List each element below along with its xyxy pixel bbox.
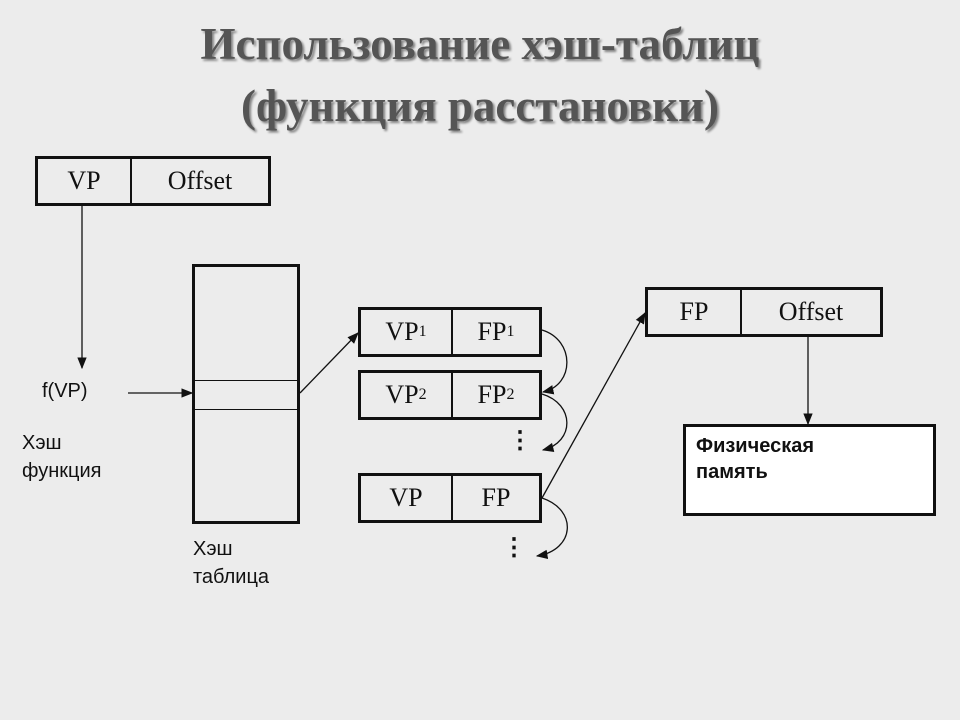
- physical-memory-box: Физическая память: [683, 424, 936, 516]
- physical-memory-label-1: Физическая: [696, 435, 814, 457]
- hash-table-selected-entry: [195, 380, 297, 410]
- hash-table-label-1: Хэш: [193, 538, 233, 560]
- hash-function-input: f(VP): [42, 380, 88, 402]
- arrow-chain-2-to-next: [541, 393, 568, 452]
- arrow-chain-1-to-2: [541, 329, 568, 395]
- title-line-1: Использование хэш-таблиц: [200, 19, 760, 69]
- virtual-address-box: VP Offset: [35, 156, 271, 206]
- physical-offset-cell: Offset: [740, 290, 880, 334]
- chain-entry-3: VP FP: [358, 473, 542, 523]
- hash-function-label-2: функция: [22, 460, 102, 482]
- physical-address-box: FP Offset: [645, 287, 883, 337]
- hash-function-label-1: Хэш: [22, 432, 62, 454]
- title-line-2: (функция расстановки): [241, 81, 719, 131]
- virtual-offset-cell: Offset: [130, 159, 268, 203]
- hash-table-label-2: таблица: [193, 566, 270, 588]
- virtual-page-cell: VP: [67, 166, 101, 195]
- chain-entry-3-vp: VP: [389, 483, 423, 512]
- arrow-fp-to-physical: [541, 311, 646, 499]
- physical-frame-cell: FP: [679, 297, 709, 326]
- hash-table: [192, 264, 300, 524]
- arrow-table-to-chain: [299, 332, 359, 394]
- physical-memory-label-2: память: [696, 461, 768, 483]
- arrow-chain-3-to-next: [535, 497, 568, 559]
- chain-entry-3-fp: FP: [451, 476, 539, 520]
